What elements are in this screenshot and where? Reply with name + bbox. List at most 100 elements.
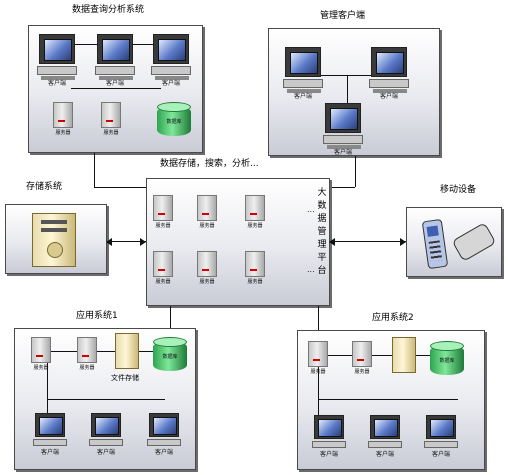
server-label: 服务器 — [155, 279, 171, 285]
server: 服务器 — [99, 102, 123, 136]
client-computer: 客户端 — [323, 103, 363, 156]
connector — [47, 399, 165, 400]
connector — [71, 88, 161, 89]
file-storage-server-icon — [115, 333, 139, 369]
server: 服务器 — [151, 195, 175, 229]
client-computer: 客户端 — [147, 413, 181, 456]
mobile-device-box — [406, 207, 502, 277]
mobile-title: 移动设备 — [440, 185, 477, 195]
client-label: 客户端 — [154, 449, 173, 456]
app1-title: 应用系统1 — [76, 311, 118, 321]
mgmt-title: 管理客户端 — [320, 11, 366, 21]
connector — [47, 351, 157, 352]
platform-char: 管 — [317, 227, 327, 237]
connector — [170, 306, 171, 328]
database: 数据库 — [157, 102, 191, 142]
platform-char: 据 — [317, 214, 327, 224]
client-label: 客户端 — [40, 449, 59, 456]
client-computer: 客户端 — [95, 34, 135, 87]
server-label: 服务器 — [247, 279, 263, 285]
big-data-platform-box: 服务器 服务器 服务器 服务器 服务器 服务器 ... ... 大 数 据 管 … — [146, 178, 330, 306]
app-system-1-box: 服务器 服务器 数据库 文件存储 客户端 客户端 客户端 — [14, 328, 196, 470]
server: 服务器 — [195, 251, 219, 285]
server-label: 服务器 — [199, 279, 215, 285]
ellipsis: ... — [307, 205, 315, 214]
database: 数据库 — [430, 341, 464, 381]
client-computer: 客户端 — [37, 34, 77, 87]
server-label: 服务器 — [103, 130, 119, 136]
connector — [47, 351, 48, 415]
server: 服务器 — [151, 251, 175, 285]
client-label: 客户端 — [96, 449, 115, 456]
platform-char: 平 — [317, 253, 327, 263]
storage-title: 存储系统 — [26, 182, 63, 192]
connector — [330, 187, 355, 188]
server: 服务器 — [75, 337, 99, 371]
analysis-system-box: 客户端 客户端 客户端 服务器 服务器 数据库 — [28, 25, 203, 153]
client-computer: 客户端 — [369, 47, 409, 100]
platform-char: 理 — [317, 240, 327, 250]
client-label: 客户端 — [47, 80, 66, 87]
platform-char: 数 — [317, 201, 327, 211]
storage-server-icon — [32, 213, 76, 267]
server-label: 服务器 — [55, 130, 71, 136]
server: 服务器 — [195, 195, 219, 229]
flip-phone-icon — [451, 222, 497, 262]
analysis-title: 数据查询分析系统 — [72, 5, 145, 15]
bigdata-caption: 数据存储，搜索，分析... — [160, 159, 259, 169]
platform-char: 大 — [317, 188, 327, 198]
server: 服务器 — [51, 102, 75, 136]
connector — [318, 306, 319, 332]
connector — [94, 187, 146, 188]
client-label: 客户端 — [105, 80, 124, 87]
database-label: 数据库 — [166, 119, 182, 125]
server: 服务器 — [350, 341, 374, 375]
app2-title: 应用系统2 — [372, 313, 414, 323]
connector — [107, 241, 146, 242]
client-label: 客户端 — [375, 451, 394, 458]
client-computer: 客户端 — [89, 413, 123, 456]
connector — [347, 75, 348, 111]
server-label: 服务器 — [310, 369, 326, 375]
client-computer: 客户端 — [33, 413, 67, 456]
client-label: 客户端 — [161, 80, 180, 87]
management-client-box: 客户端 客户端 客户端 — [268, 28, 440, 156]
connector — [313, 75, 383, 76]
connector — [318, 355, 319, 417]
client-label: 客户端 — [333, 149, 352, 156]
database-label: 数据库 — [162, 354, 178, 360]
client-computer: 客户端 — [312, 415, 346, 458]
storage-system-box — [5, 204, 107, 274]
file-storage-server-icon — [392, 337, 416, 373]
database-label: 数据库 — [439, 358, 455, 364]
client-computer: 客户端 — [368, 415, 402, 458]
platform-title: 大 数 据 管 理 平 台 — [317, 187, 327, 278]
connector — [355, 156, 356, 187]
server: 服务器 — [29, 337, 53, 371]
platform-char: 台 — [317, 266, 327, 276]
server-label: 服务器 — [79, 365, 95, 371]
file-storage-label: 文件存储 — [111, 374, 139, 382]
client-computer: 客户端 — [151, 34, 191, 87]
client-computer: 客户端 — [424, 415, 458, 458]
connector — [330, 241, 406, 242]
ellipsis: ... — [307, 265, 315, 274]
client-label: 客户端 — [431, 451, 450, 458]
arrow-left-icon — [329, 238, 335, 246]
app-system-2-box: 服务器 服务器 数据库 客户端 客户端 客户端 — [297, 330, 485, 470]
connector — [318, 399, 458, 400]
client-label: 客户端 — [319, 451, 338, 458]
server-label: 服务器 — [155, 223, 171, 229]
server-label: 服务器 — [199, 223, 215, 229]
arrow-right-icon — [400, 238, 406, 246]
server-label: 服务器 — [354, 369, 370, 375]
client-label: 客户端 — [379, 93, 398, 100]
database: 数据库 — [153, 337, 187, 377]
server: 服务器 — [306, 341, 330, 375]
server: 服务器 — [243, 195, 267, 229]
connector — [94, 153, 95, 187]
server: 服务器 — [243, 251, 267, 285]
arrow-left-icon — [106, 238, 112, 246]
server-label: 服务器 — [247, 223, 263, 229]
client-computer: 客户端 — [283, 47, 323, 100]
